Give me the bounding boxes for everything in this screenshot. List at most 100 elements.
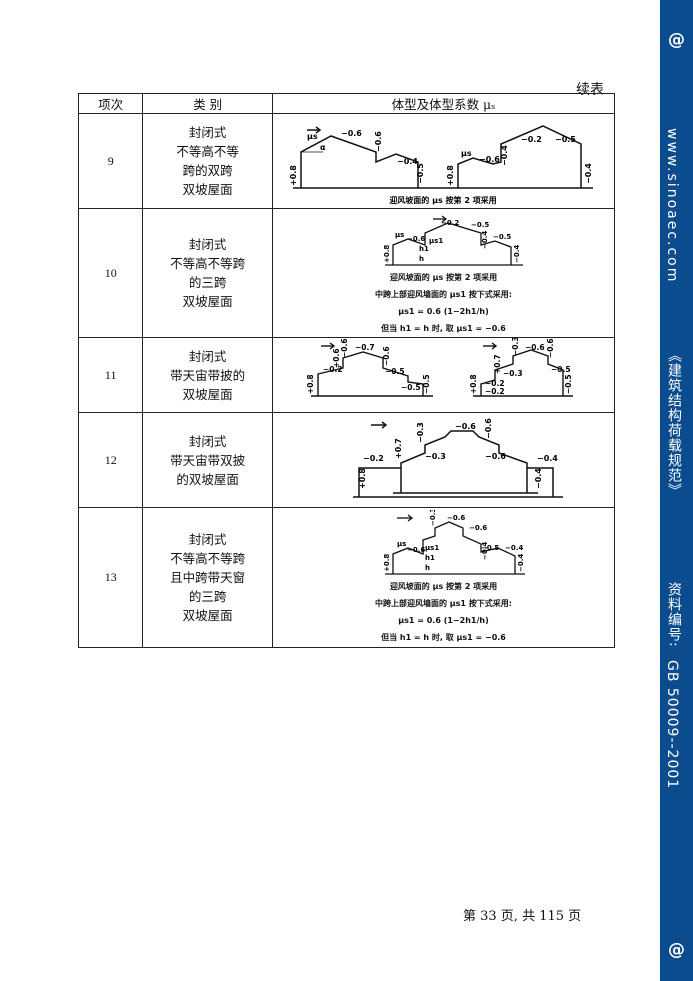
coef-label: μs1 — [429, 237, 443, 245]
table-row: 11 封闭式 带天宙带披的 双坡屋面 −0.6 −0 — [77, 337, 616, 413]
category-line: 封闭式 — [188, 532, 227, 547]
coef-label: μs — [461, 149, 472, 158]
coef-label: h1 — [419, 245, 429, 253]
coef-label: −0.5 — [555, 135, 576, 144]
figure-cell: −0.3 −0.6 −0.6 +0.7 −0.3 −0.6 −0.2 −0.4 … — [271, 412, 616, 508]
roof-diagram: −0.3 −0.6 −0.6 μs −0.6 −0.5 −0.4 +0.8 h1… — [383, 510, 525, 575]
code-value: GB 50009--2001 — [664, 660, 680, 790]
figure-note: μs1 = 0.6 (1−2h1/h) — [398, 615, 489, 625]
category-line: 封闭式 — [188, 348, 227, 364]
category-line: 不等高不等跨 — [170, 551, 246, 566]
coef-label: h1 — [425, 554, 435, 562]
roof-diagram: μs α −0.6 +0.8 −0.6 −0.4 −0.5 −0.2 −0.5 … — [289, 125, 593, 205]
coef-label: −0.5 — [401, 383, 421, 392]
category-line: 的三跨 — [188, 589, 227, 604]
category-line: 不等高不等跨 — [170, 256, 246, 271]
coef-label: −0.6 — [374, 131, 383, 152]
table-row: 12 封闭式 带天宙带双披 的双坡屋面 −0.3 −0.6 −0.6 +0.7 — [77, 412, 616, 508]
category-line: 双坡屋面 — [182, 294, 233, 309]
coef-label: −0.6 — [484, 418, 493, 439]
category-cell: 封闭式 不等高不等跨 且中跨带天窗 的三跨 双坡屋面 — [142, 507, 273, 648]
figure-note: 但当 h1 = h 时, 取 μs1 = −0.6 — [381, 324, 506, 333]
sidebar-strip: @ www.sinoaec.com 《建筑结构荷载规范》 资料编号: GB 50… — [660, 0, 693, 981]
coef-label: +0.7 — [493, 354, 502, 374]
item-number: 12 — [77, 412, 144, 508]
category-line: 带天宙带披的 — [170, 367, 246, 383]
coef-label: −0.6 — [485, 452, 506, 461]
category-line: 封闭式 — [188, 125, 227, 140]
coef-label: −0.7 — [355, 343, 375, 352]
table-row: 9 封闭式 不等高不等 跨的双跨 双坡屋面 μs α — [77, 113, 616, 209]
coef-label: −0.6 — [479, 155, 500, 164]
coef-label: −0.6 — [469, 524, 487, 532]
category-line: 不等高不等 — [176, 144, 239, 159]
coef-label: +0.8 — [446, 165, 455, 186]
coef-label: +0.8 — [383, 245, 391, 263]
coef-label: −0.5 — [564, 374, 573, 394]
category-cell: 封闭式 不等高不等 跨的双跨 双坡屋面 — [142, 113, 273, 209]
table-row: 13 封闭式 不等高不等跨 且中跨带天窗 的三跨 双坡屋面 −0.3 −0.6 — [77, 507, 616, 648]
coef-label: −0.6 — [407, 546, 425, 554]
coef-label: −0.2 — [323, 365, 343, 374]
coef-label: μs — [307, 132, 318, 141]
coef-label: −0.2 — [441, 219, 459, 227]
coef-label: −0.2 — [485, 387, 505, 396]
coef-label: −0.6 — [455, 422, 476, 431]
coef-label: −0.5 — [422, 374, 431, 394]
coef-label: −0.5 — [385, 367, 405, 376]
coef-label: −0.3 — [511, 338, 520, 356]
figure-cell: μs −0.6 −0.2 −0.5 +0.8 h1 h −0.4 −0.5 μs… — [271, 208, 616, 338]
category-cell: 封闭式 不等高不等跨 的三跨 双坡屋面 — [142, 208, 273, 338]
coef-label: −0.2 — [363, 454, 384, 463]
coef-label: −0.3 — [429, 510, 437, 526]
code-label: 资料编号: — [666, 582, 682, 648]
coef-label: −0.3 — [416, 422, 425, 443]
figure-note: μs1 = 0.6 (1−2h1/h) — [398, 307, 489, 316]
figure-cell: −0.3 −0.6 −0.6 μs −0.6 −0.5 −0.4 +0.8 h1… — [271, 507, 616, 648]
roof-diagram: −0.6 −0.7 −0.2 +0.6 −0.5 −0.6 +0.8 −0.5 … — [306, 338, 573, 397]
coef-label: −0.4 — [513, 245, 521, 263]
figure-note: 迎风坡面的 μs 按第 2 项采用 — [389, 195, 496, 205]
roof-diagram: μs −0.6 −0.2 −0.5 +0.8 h1 h −0.4 −0.5 μs… — [383, 215, 523, 266]
category-line: 封闭式 — [188, 433, 227, 449]
item-number: 10 — [77, 208, 144, 338]
coef-label: −0.6 — [340, 338, 349, 358]
coef-label: −0.2 — [485, 379, 505, 388]
coef-label: −0.3 — [503, 369, 523, 378]
coef-label: −0.5 — [471, 221, 489, 229]
category-line: 封闭式 — [188, 237, 227, 252]
coef-label: +0.8 — [469, 374, 478, 394]
coef-label: +0.7 — [394, 438, 403, 459]
figure-cell: μs α −0.6 +0.8 −0.6 −0.4 −0.5 −0.2 −0.5 … — [271, 113, 616, 209]
table-header-row: 项次 类 别 体型及体型系数 μₛ — [77, 93, 616, 114]
coef-label: h — [425, 564, 430, 572]
coef-label: −0.4 — [534, 468, 543, 489]
coef-label: −0.4 — [481, 231, 489, 249]
coef-label: −0.4 — [517, 553, 525, 571]
coef-label: −0.5 — [481, 544, 499, 552]
coef-label: −0.5 — [551, 365, 571, 374]
table-row: 10 封闭式 不等高不等跨 的三跨 双坡屋面 μs −0.6 −0.2 − — [77, 208, 616, 338]
coef-label: −0.4 — [584, 163, 593, 184]
coef-label: +0.6 — [332, 348, 341, 368]
figure-note: 迎风坡面的 μs 按第 2 项采用 — [389, 273, 498, 282]
figure-note: 但当 h1 = h 时, 取 μs1 = −0.6 — [381, 632, 506, 642]
coef-label: +0.8 — [358, 468, 367, 489]
coef-label: h — [419, 255, 424, 263]
book-title: 《建筑结构荷载规范》 — [666, 348, 682, 498]
item-number: 9 — [77, 113, 144, 209]
coef-label: −0.4 — [505, 544, 523, 552]
category-cell: 封闭式 带天宙带双披 的双坡屋面 — [142, 412, 273, 508]
coef-label: −0.6 — [382, 346, 391, 366]
coef-label: −0.6 — [341, 129, 362, 138]
category-line: 双坡屋面 — [182, 386, 233, 402]
item-number: 11 — [77, 337, 144, 413]
coef-label: −0.4 — [397, 157, 418, 166]
figure-note: 中跨上部迎风墙面的 μs1 按下式采用: — [375, 598, 512, 608]
category-line: 跨的双跨 — [182, 163, 233, 178]
coef-label: −0.6 — [546, 338, 555, 358]
category-line: 带天宙带双披 — [170, 452, 246, 468]
item-number: 13 — [77, 507, 144, 648]
header-category: 类 别 — [142, 93, 273, 114]
header-item-number: 项次 — [77, 93, 144, 114]
